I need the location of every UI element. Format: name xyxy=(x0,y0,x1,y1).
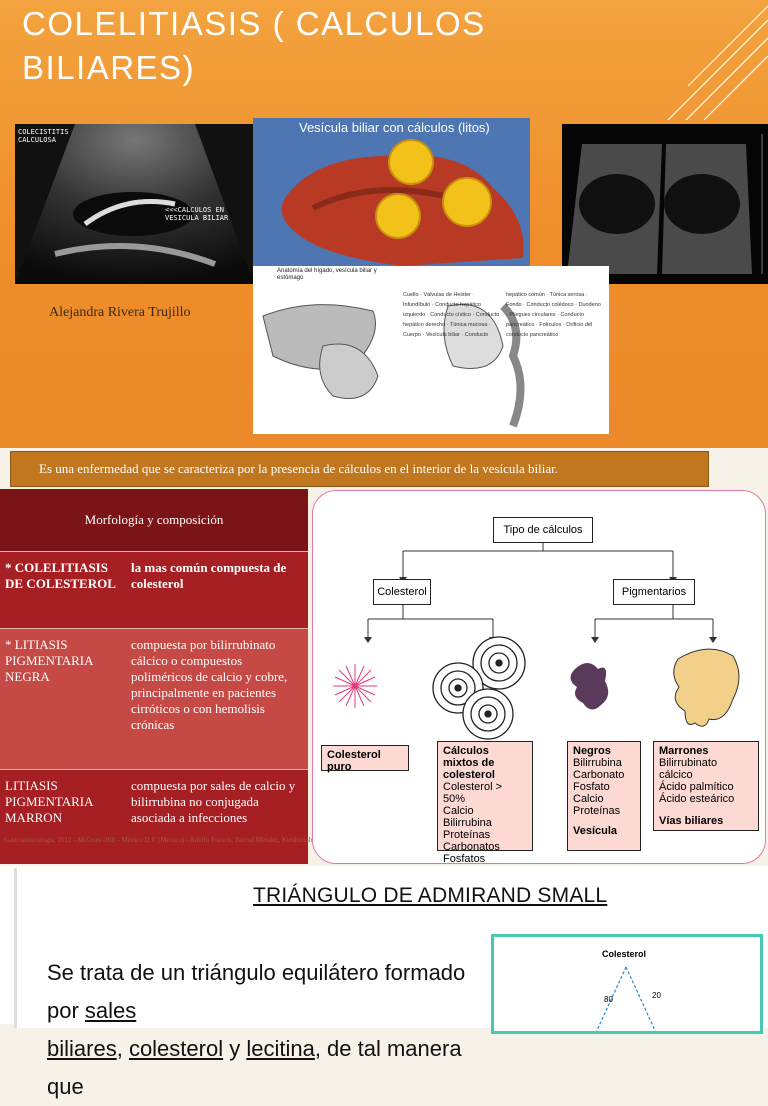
morphology-table: Morfología y composición * COLELITIASIS … xyxy=(0,489,308,864)
author-name: Alejandra Rivera Trujillo xyxy=(49,305,191,320)
brown-pigment-stone-icon xyxy=(673,648,740,727)
row-name: LITIASIS PIGMENTARIA MARRON xyxy=(5,778,93,825)
table-row: * COLELITIASIS DE COLESTEROL la mas comú… xyxy=(0,551,308,628)
row-name: * LITIASIS PIGMENTARIA NEGRA xyxy=(5,637,93,684)
leaf-pure-cholesterol: Colesterol puro xyxy=(321,745,409,773)
row-desc: la mas común compuesta de colesterol xyxy=(131,560,287,591)
admirand-title: TRIÁNGULO DE ADMIRAND SMALL xyxy=(253,884,608,907)
diagram-connectors xyxy=(333,543,740,740)
leaf-black-pigment: Negros Bilirrubina Carbonato Fosfato Cal… xyxy=(567,741,641,851)
gallbladder-caption: Vesícula biliar con cálculos (litos) xyxy=(299,120,490,135)
triangle-left-value: 80 xyxy=(604,995,613,1004)
triangle-top-label: Colesterol xyxy=(602,949,647,959)
title-slide: COLELITIASIS ( CALCULOS BILIARES) COLECI… xyxy=(0,0,768,448)
ultrasound-arrow-label: <<<CALCULOS EN VESICULA BILIAR xyxy=(165,206,229,222)
stone-types-diagram: Tipo de cálculos Colesterol Pigmentarios… xyxy=(312,490,766,865)
citation: Gastroenterología. 2012 - McGraw-Hill - … xyxy=(4,836,452,844)
slide-frame: TRIÁNGULO DE ADMIRAND SMALL Se trata de … xyxy=(14,868,768,1099)
slide-title: COLELITIASIS ( CALCULOS BILIARES) xyxy=(22,5,486,86)
anatomy-labels: Cuello · Válvulas de Heister · Infundíbu… xyxy=(403,292,601,338)
leaf-brown-pigment: Marrones Bilirrubinato cálcico Ácido pal… xyxy=(653,741,759,831)
decorative-stripes xyxy=(667,5,768,120)
row-desc: compuesta por bilirrubinato cálcico o co… xyxy=(131,637,288,732)
pure-cholesterol-stone-icon xyxy=(333,664,377,708)
row-desc: compuesta por sales de calcio y bilirrub… xyxy=(131,778,296,825)
triangle-figure: Colesterol 80 20 xyxy=(491,934,763,1034)
triangle-right-value: 20 xyxy=(652,991,661,1000)
leaf-mixed-cholesterol: Cálculos mixtos de colesterol Colesterol… xyxy=(437,741,533,865)
admirand-description: Se trata de un triángulo equilátero form… xyxy=(47,960,466,1099)
anatomy-caption: Anatomía del hígado, vesícula biliar y e… xyxy=(277,268,377,281)
diagram-root: Tipo de cálculos xyxy=(493,517,593,543)
mixed-stones-icon xyxy=(432,636,526,740)
definition-text: Es una enfermedad que se caracteriza por… xyxy=(39,461,559,476)
diagram-branch-pigment: Pigmentarios xyxy=(613,579,695,605)
table-row: * LITIASIS PIGMENTARIA NEGRA compuesta p… xyxy=(0,628,308,769)
table-row: LITIASIS PIGMENTARIA MARRON compuesta po… xyxy=(0,769,308,864)
admirand-triangle-slide: TRIÁNGULO DE ADMIRAND SMALL Se trata de … xyxy=(0,866,768,1099)
black-pigment-stone-icon xyxy=(570,663,609,710)
table-header: Morfología y composición xyxy=(0,489,308,551)
definition-bar: Es una enfermedad que se caracteriza por… xyxy=(10,451,709,487)
liver-gallbladder-anatomy-illustration: Anatomía del hígado, vesícula biliar y e… xyxy=(253,266,609,434)
gallbladder-stones-photo: Vesícula biliar con cálculos (litos) xyxy=(253,118,530,266)
ultrasound-image-gallbladder xyxy=(562,124,768,284)
diagram-branch-cholesterol: Colesterol xyxy=(373,579,431,605)
ultrasound-image-colecistitis: COLECISTITIS CALCULOSA <<<CALCULOS EN VE… xyxy=(15,124,254,284)
ultrasound-label: COLECISTITIS CALCULOSA xyxy=(18,128,69,144)
row-name: * COLELITIASIS DE COLESTEROL xyxy=(5,560,116,591)
